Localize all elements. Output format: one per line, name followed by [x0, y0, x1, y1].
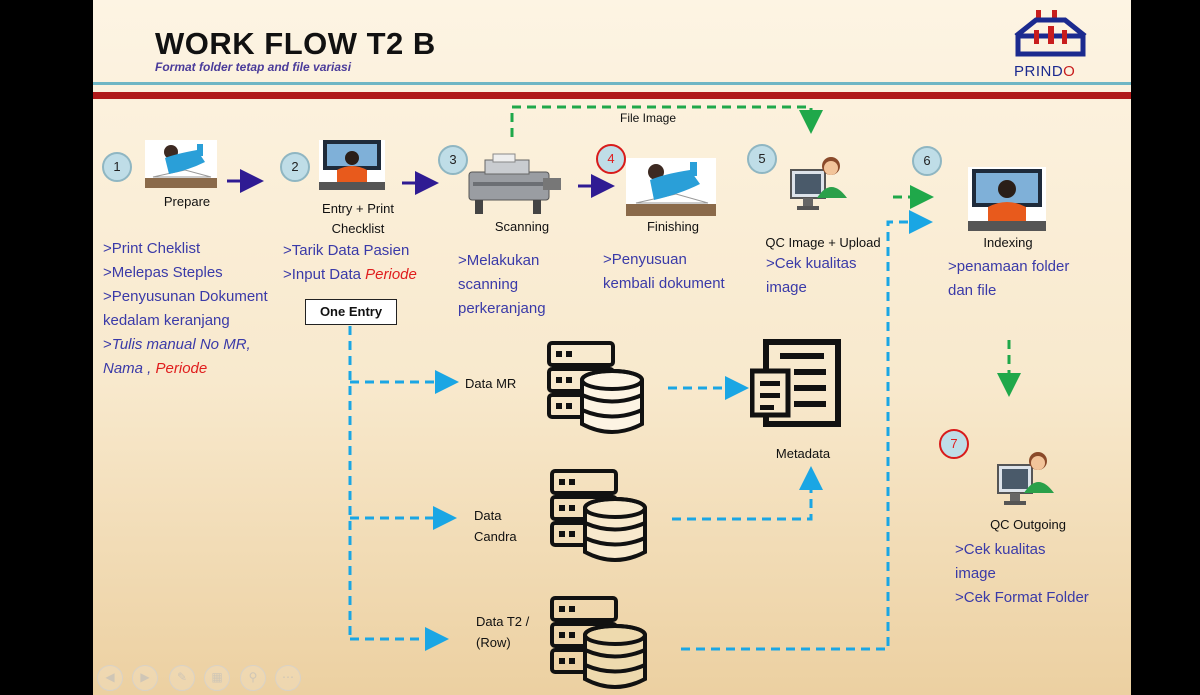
zoom-icon[interactable]: ⚲: [240, 665, 266, 691]
data-candra-line2: Candra: [474, 529, 517, 544]
step-1-badge: 1: [102, 152, 132, 182]
step-3-label: Scanning: [494, 219, 550, 234]
step-7-tasks: >Cek kualitas image >Cek Format Folder: [955, 538, 1125, 610]
database-server-icon: [549, 595, 649, 695]
task-text: >Tarik Data Pasien: [283, 242, 410, 259]
data-t2-line1: Data T2 /: [476, 614, 530, 629]
step-5-tasks: >Cek kualitas image: [766, 252, 886, 300]
task-text: >Penyusuan: [603, 251, 687, 268]
step-5-badge: 5: [747, 144, 777, 174]
data-mr-label: Data MR: [465, 376, 517, 391]
task-text: >Penyusunan Dokument: [103, 288, 268, 305]
logo-text-accent: O: [1063, 63, 1076, 80]
step-6-tasks: >penamaan folder dan file: [948, 255, 1098, 303]
metadata-document-icon: [749, 339, 844, 434]
task-text: >Input Data: [283, 266, 361, 283]
data-t2-label: Data T2 / (Row): [476, 611, 546, 653]
task-text-red: Periode: [365, 266, 417, 283]
step-7-label: QC Outgoing: [990, 517, 1066, 532]
step-7-badge: 7: [939, 429, 969, 459]
database-server-icon: [549, 468, 649, 569]
metadata-label: Metadata: [775, 446, 831, 461]
step-4-label: Finishing: [646, 219, 700, 234]
person-reading-image: [145, 140, 217, 188]
header-divider-blue: [93, 82, 1131, 85]
back-icon[interactable]: ◀: [97, 665, 123, 691]
task-text: Nama ,: [103, 360, 152, 377]
one-entry-box: One Entry: [305, 299, 397, 325]
data-t2-line2: (Row): [476, 635, 511, 650]
data-candra-line1: Data: [474, 508, 502, 523]
file-image-label: File Image: [619, 111, 677, 125]
indexing-computer-image: [968, 167, 1046, 231]
step-4-badge: 4: [596, 144, 626, 174]
step-2-label: Entry + Print Checklist: [293, 199, 423, 239]
data-candra-label: Data Candra: [474, 505, 534, 547]
step-6-label: Indexing: [983, 235, 1033, 250]
slides-icon[interactable]: ▦: [204, 665, 230, 691]
arrow-file-image: [510, 105, 823, 137]
step-4-tasks: >Penyusuan kembali dokument: [603, 248, 753, 296]
task-text: >Cek kualitas: [955, 541, 1046, 558]
slide: WORK FLOW T2 B Format folder tetap and f…: [93, 0, 1131, 695]
step-2-label-line1: Entry + Print: [322, 201, 394, 216]
task-text: >: [103, 336, 112, 353]
task-text: kembali dokument: [603, 275, 725, 292]
step-2-label-line2: Checklist: [331, 221, 385, 236]
task-text-red: Periode: [155, 360, 208, 377]
task-text: perkeranjang: [458, 300, 546, 317]
page-subtitle: Format folder tetap and file variasi: [155, 60, 352, 74]
step-1-tasks: >Print Cheklist >Melepas Steples >Penyus…: [103, 237, 303, 381]
task-text: >Cek Format Folder: [955, 589, 1089, 606]
qc-outgoing-user-icon: [996, 449, 1058, 509]
flow-arrows: [227, 105, 1021, 651]
pen-icon[interactable]: ✎: [169, 665, 195, 691]
task-text: >Cek kualitas: [766, 255, 857, 272]
task-text: >penamaan folder: [948, 258, 1070, 275]
arrow-candra-metadata: [672, 466, 823, 521]
step-3-badge: 3: [438, 145, 468, 175]
task-text: kedalam keranjang: [103, 312, 230, 329]
task-text: scanning: [458, 276, 519, 293]
scanner-image: [463, 152, 563, 216]
task-text: >Print Cheklist: [103, 240, 201, 257]
qc-user-icon: [789, 154, 851, 216]
step-5-label: QC Image + Upload: [765, 235, 881, 250]
step-3-tasks: >Melakukan scanning perkeranjang: [458, 249, 578, 321]
page-title: WORK FLOW T2 B: [155, 26, 436, 61]
step-6-badge: 6: [912, 146, 942, 176]
step-2-badge: 2: [280, 152, 310, 182]
task-text: image: [955, 565, 996, 582]
task-text: >Melakukan: [458, 252, 540, 269]
person-computer-image: [319, 140, 385, 190]
task-text: Tulis manual No MR,: [111, 336, 251, 353]
step-1-label: Prepare: [163, 194, 211, 209]
task-text: >Melepas Steples: [103, 264, 223, 281]
more-icon[interactable]: ⋯: [275, 665, 301, 691]
arrow-t2-indexing: [681, 210, 933, 651]
forward-icon[interactable]: ▶: [132, 665, 158, 691]
task-text: dan file: [948, 282, 997, 299]
prindo-logo: PRINDO: [1008, 8, 1093, 83]
database-server-icon: [546, 340, 646, 441]
header-divider-red: [93, 92, 1131, 99]
step-2-tasks: >Tarik Data Pasien >Input Data Periode: [283, 239, 453, 287]
person-finishing-image: [626, 158, 716, 216]
logo-text: PRIND: [1014, 63, 1064, 80]
task-text: image: [766, 279, 807, 296]
